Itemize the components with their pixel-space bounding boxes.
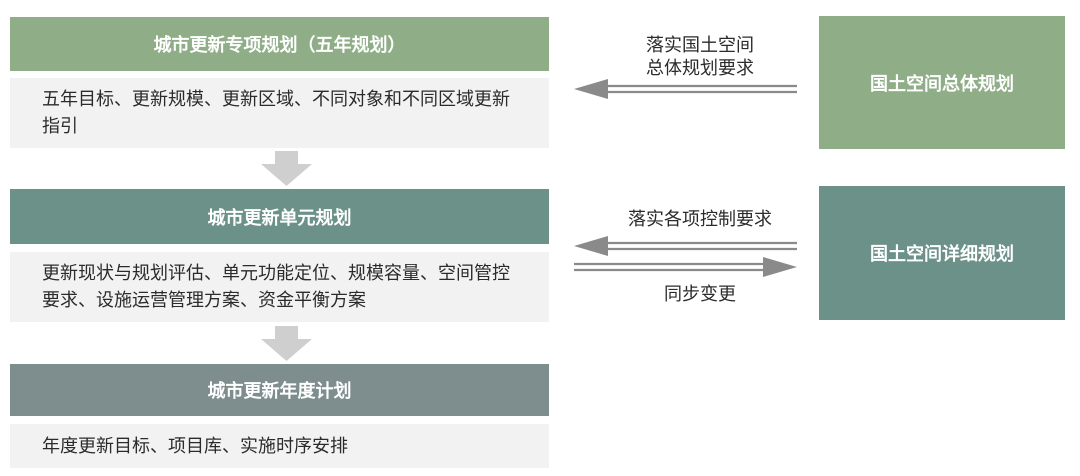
annual-plan-title: 城市更新年度计划 [207,381,352,402]
unit-plan-body: 更新现状与规划评估、单元功能定位、规模容量、空间管控要求、设施运营管理方案、资金… [10,252,549,322]
annual-plan-header: 城市更新年度计划 [10,364,549,416]
down-arrow-1 [261,151,312,186]
unit-plan-title: 城市更新单元规划 [207,207,352,229]
detail-to-unit-arrow [574,236,797,256]
master-to-special-label: 落实国土空间 总体规划要求 [646,35,754,79]
master-plan-box: 国土空间总体规划 [819,16,1065,149]
unit-plan-desc: 更新现状与规划评估、单元功能定位、规模容量、空间管控要求、设施运营管理方案、资金… [42,263,510,311]
annual-plan-desc: 年度更新目标、项目库、实施时序安排 [42,435,348,457]
master-to-special-arrow [574,79,797,99]
down-arrow-2 [261,326,312,361]
special-plan-desc: 五年目标、更新规模、更新区域、不同对象和不同区域更新指引 [42,89,510,137]
detail-to-unit-label: 落实各项控制要求 [628,209,772,230]
unit-to-detail-arrow [574,257,797,277]
detail-plan-box: 国土空间详细规划 [819,186,1065,320]
special-plan-header: 城市更新专项规划（五年规划） [10,17,549,71]
detail-plan-title: 国土空间详细规划 [870,244,1014,265]
unit-to-detail-label: 同步变更 [664,284,736,305]
special-plan-body: 五年目标、更新规模、更新区域、不同对象和不同区域更新指引 [10,78,549,148]
annual-plan-body: 年度更新目标、项目库、实施时序安排 [10,424,549,468]
unit-plan-header: 城市更新单元规划 [10,189,549,244]
special-plan-title: 城市更新专项规划（五年规划） [153,35,406,56]
master-plan-title: 国土空间总体规划 [870,73,1014,95]
